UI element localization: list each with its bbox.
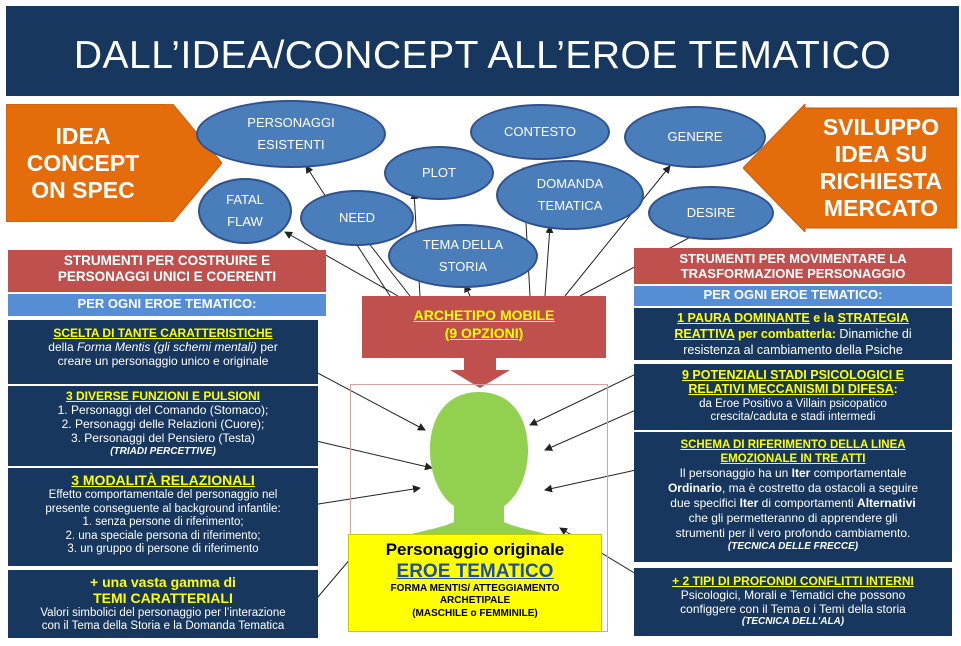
down-arrow-shape bbox=[450, 358, 510, 388]
center-line: FORMA MENTIS/ ATTEGGIAMENTO bbox=[390, 583, 560, 594]
left-panel-temi: + una vasta gamma di TEMI CARATTERIALI V… bbox=[8, 570, 318, 638]
page-title: DALL’IDEA/CONCEPT ALL’EROE TEMATICO bbox=[73, 34, 892, 77]
left-subheader: PER OGNI EROE TEMATICO: bbox=[8, 294, 326, 316]
panel-line: da Eroe Positivo a Villain psicopatico bbox=[699, 397, 887, 410]
panel-title: RELATIVI MECCANISMI DI DIFESA: bbox=[688, 382, 898, 396]
panel-line: 1 PAURA DOMINANTE e la STRATEGIA bbox=[677, 311, 909, 325]
center-line: ARCHETIPALE bbox=[439, 595, 511, 606]
right-header: STRUMENTI PER MOVIMENTARE LA TRASFORMAZI… bbox=[634, 248, 952, 284]
panel-line: (TECNICA DELLE FRECCE) bbox=[727, 541, 859, 552]
ellipse-fatal-flaw: FATAL FLAW bbox=[198, 178, 292, 244]
panel-line: resistenza al cambiamento della Psiche bbox=[683, 343, 903, 357]
panel-title: EMOZIONALE IN TRE ATTI bbox=[720, 453, 866, 465]
ellipse-label: DOMANDA bbox=[536, 176, 604, 191]
ellipse-label: DESIRE bbox=[686, 205, 736, 220]
center-line: (MASCHILE o FEMMINILE) bbox=[412, 608, 538, 619]
panel-line: Ordinario, ma è costretto da ostacoli a … bbox=[667, 481, 919, 495]
header-line: STRUMENTI PER MOVIMENTARE LA bbox=[679, 251, 907, 266]
panel-title: 3 MODALITÀ RELAZIONALI bbox=[71, 472, 255, 488]
ellipse-genere: GENERE bbox=[624, 106, 766, 168]
panel-title: TEMI CARATTERIALI bbox=[93, 590, 233, 606]
left-panel-caratteristiche: SCELTA DI TANTE CARATTERISTICHE della Fo… bbox=[8, 320, 318, 384]
left-panel-funzioni: 3 DIVERSE FUNZIONI E PULSIONI 1. Persona… bbox=[8, 386, 318, 466]
panel-line: due specifici Iter di comportamenti Alte… bbox=[670, 496, 916, 510]
left-panel-modalita: 3 MODALITÀ RELAZIONALI Effetto comportam… bbox=[8, 468, 318, 566]
ellipse-label: GENERE bbox=[667, 129, 723, 144]
left-header: STRUMENTI PER COSTRUIRE E PERSONAGGI UNI… bbox=[8, 250, 326, 292]
panel-line: Effetto comportamentale del personaggio … bbox=[48, 489, 278, 501]
panel-line: 3. un gruppo di persone di riferimento bbox=[67, 543, 259, 555]
right-subheader: PER OGNI EROE TEMATICO: bbox=[634, 286, 952, 306]
right-panel-paura: 1 PAURA DOMINANTE e la STRATEGIA REATTIV… bbox=[634, 308, 952, 360]
ellipse-need: NEED bbox=[300, 190, 414, 246]
panel-line: Valori simbolici del personaggio per l’i… bbox=[40, 607, 286, 619]
ellipse-label: TEMATICA bbox=[537, 198, 603, 213]
header-line: TRASFORMAZIONE PERSONAGGIO bbox=[680, 266, 906, 281]
ellipse-label: PERSONAGGI bbox=[247, 115, 335, 130]
archetipo-title: ARCHETIPO MOBILE bbox=[413, 307, 555, 323]
arrow-line: MERCATO bbox=[823, 195, 939, 221]
panel-line: 3. Personaggi del Pensiero (Testa) bbox=[70, 431, 256, 445]
panel-line: (TECNICA DELL’ALA) bbox=[741, 616, 845, 627]
panel-line: 2. Personaggi delle Relazioni (Cuore); bbox=[61, 417, 265, 431]
ellipse-label: PLOT bbox=[422, 165, 456, 180]
ellipse-contesto: CONTESTO bbox=[470, 104, 610, 160]
right-panel-conflitti: + 2 TIPI DI PROFONDI CONFLITTI INTERNI P… bbox=[634, 568, 952, 636]
arrow-line: CONCEPT bbox=[26, 149, 140, 176]
panel-title: 9 POTENZIALI STADI PSICOLOGICI E bbox=[681, 368, 904, 382]
panel-line: REATTIVA per combatterla: Dinamiche di bbox=[674, 327, 912, 341]
panel-line: configgere con il Tema o i Temi della st… bbox=[680, 602, 906, 616]
ellipse-personaggi-esistenti: PERSONAGGI ESISTENTI bbox=[196, 100, 386, 168]
center-title: EROE TEMATICO bbox=[396, 561, 554, 582]
right-panel-stadi: 9 POTENZIALI STADI PSICOLOGICI E RELATIV… bbox=[634, 364, 952, 430]
ellipse-label: NEED bbox=[338, 210, 376, 225]
ellipse-plot: PLOT bbox=[384, 146, 494, 200]
arrow-line: RICHIESTA bbox=[819, 168, 943, 194]
panel-line: (TRIADI PERCETTIVE) bbox=[110, 446, 216, 457]
ellipse-desire: DESIRE bbox=[648, 186, 774, 240]
ellipse-label: FLAW bbox=[227, 214, 263, 229]
archetipo-mobile-box: ARCHETIPO MOBILE (9 OPZIONI) bbox=[362, 296, 606, 358]
idea-concept-arrow: IDEA CONCEPT ON SPEC bbox=[8, 112, 158, 214]
panel-line: della Forma Mentis (gli schemi mentali) … bbox=[48, 340, 278, 354]
arrow-line: ON SPEC bbox=[31, 176, 135, 203]
center-line: Personaggio originale bbox=[385, 540, 565, 559]
ellipse-domanda-tematica: DOMANDA TEMATICA bbox=[496, 160, 644, 230]
panel-line: 2. una speciale persona di riferimento; bbox=[65, 529, 261, 542]
archetipo-subtitle: (9 OPZIONI) bbox=[444, 325, 524, 341]
panel-title: + 2 TIPI DI PROFONDI CONFLITTI INTERNI bbox=[672, 574, 914, 588]
title-banner: DALL’IDEA/CONCEPT ALL’EROE TEMATICO bbox=[6, 6, 959, 96]
ellipse-label: FATAL bbox=[226, 192, 264, 207]
ellipse-label: STORIA bbox=[438, 259, 488, 274]
arrow-line: SVILUPPO bbox=[822, 114, 940, 140]
right-panel-schema: SCHEMA DI RIFERIMENTO DELLA LINEA EMOZIO… bbox=[634, 432, 952, 562]
ellipse-label: CONTESTO bbox=[504, 124, 576, 139]
panel-title: + una vasta gamma di bbox=[90, 574, 236, 590]
ellipse-tema-della-storia: TEMA DELLA STORIA bbox=[388, 224, 538, 288]
panel-line: 1. senza persone di riferimento; bbox=[82, 516, 244, 528]
panel-line: presente conseguente al background infan… bbox=[45, 502, 281, 515]
panel-line: crescita/caduta e stadi intermedi bbox=[710, 411, 876, 423]
panel-line: che gli permetteranno di apprendere gli bbox=[688, 511, 898, 525]
arrow-line: IDEA SU bbox=[834, 141, 928, 167]
panel-line: Il personaggio ha un Iter comportamental… bbox=[679, 466, 907, 480]
ellipse-label: ESISTENTI bbox=[257, 137, 325, 152]
eroe-tematico-box: Personaggio originale EROE TEMATICO FORM… bbox=[348, 534, 602, 632]
panel-line: Psicologici, Morali e Tematici che posso… bbox=[680, 588, 906, 602]
panel-line: 1. Personaggi del Comando (Stomaco); bbox=[57, 403, 269, 417]
panel-title: 3 DIVERSE FUNZIONI E PULSIONI bbox=[65, 389, 261, 403]
sviluppo-arrow: SVILUPPO IDEA SU RICHIESTA MERCATO bbox=[806, 110, 956, 226]
panel-line: creare un personaggio unico e originale bbox=[57, 354, 269, 368]
panel-title: SCHEMA DI RIFERIMENTO DELLA LINEA bbox=[680, 439, 906, 451]
ellipse-label: TEMA DELLA bbox=[422, 237, 504, 252]
panel-line: con il Tema della Storia e la Domanda Te… bbox=[41, 620, 285, 632]
arrow-line: IDEA bbox=[55, 122, 111, 149]
panel-title: SCELTA DI TANTE CARATTERISTICHE bbox=[53, 326, 273, 340]
panel-line: strumenti per il vero profondo cambiamen… bbox=[675, 526, 911, 540]
header-line: PERSONAGGI UNICI E COERENTI bbox=[57, 269, 277, 284]
header-line: STRUMENTI PER COSTRUIRE E bbox=[63, 253, 271, 268]
